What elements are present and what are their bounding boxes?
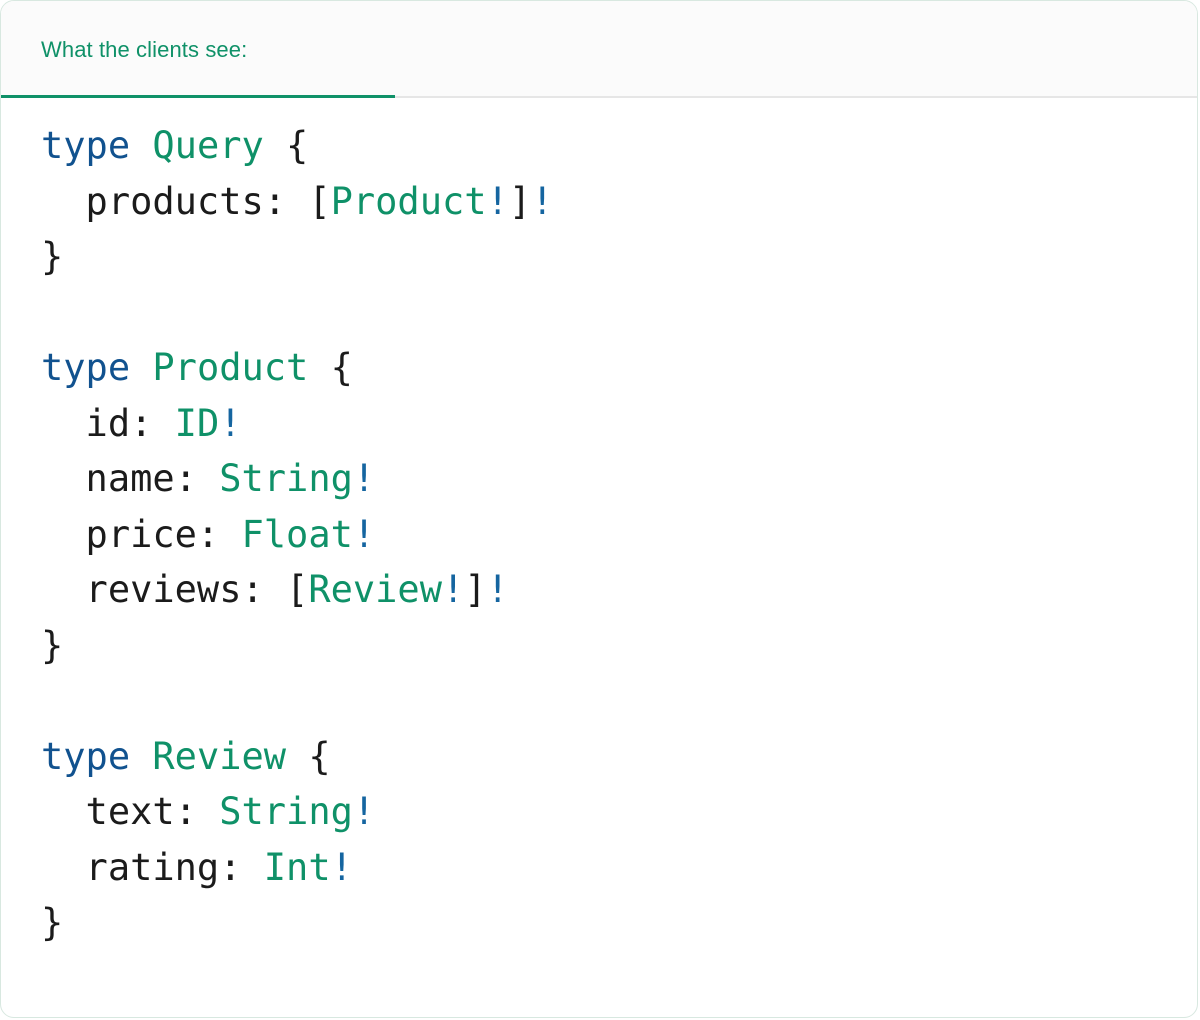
code-token-punc bbox=[241, 846, 263, 889]
code-token-bang: ! bbox=[352, 457, 376, 500]
code-token-bang: ! bbox=[531, 179, 554, 223]
active-tab-underline bbox=[1, 95, 395, 98]
code-token-punc: ] bbox=[464, 568, 487, 611]
code-token-punc: [ bbox=[286, 179, 331, 223]
code-token-name: reviews: bbox=[41, 568, 264, 611]
code-line: products: [Product!]! bbox=[41, 174, 1197, 230]
code-line bbox=[41, 285, 1197, 341]
code-line: id: ID! bbox=[41, 396, 1197, 452]
tab-strip: What the clients see: bbox=[1, 1, 1197, 98]
code-token-type: Review bbox=[152, 734, 287, 778]
code-line: price: Float! bbox=[41, 507, 1197, 563]
code-token-punc bbox=[152, 402, 174, 445]
code-token-type: Query bbox=[152, 124, 264, 167]
code-token-bang: ! bbox=[219, 401, 242, 445]
code-token-bang: ! bbox=[486, 568, 509, 611]
code-token-name: rating: bbox=[41, 845, 242, 889]
tab-label: What the clients see: bbox=[41, 36, 248, 62]
code-token-type: Review bbox=[308, 568, 442, 611]
code-token-type: Product bbox=[152, 346, 309, 389]
code-token-punc bbox=[130, 346, 152, 389]
code-token-name: name: bbox=[41, 457, 197, 500]
code-token-type: String bbox=[219, 790, 353, 833]
code-token-type: String bbox=[219, 457, 353, 500]
code-token-bang: ! bbox=[441, 568, 465, 611]
tab-strip-divider bbox=[1, 96, 1197, 98]
code-line bbox=[41, 673, 1197, 729]
code-line: type Query { bbox=[41, 118, 1197, 174]
code-line: text: String! bbox=[41, 784, 1197, 840]
code-line: } bbox=[41, 895, 1197, 951]
code-token-punc: { bbox=[263, 124, 309, 167]
code-line: type Review { bbox=[41, 729, 1197, 785]
code-token-bang: ! bbox=[352, 790, 376, 833]
code-token-kw: type bbox=[41, 124, 131, 167]
code-token-name: price: bbox=[41, 512, 220, 556]
code-token-bang: ! bbox=[330, 845, 353, 889]
tab-what-the-clients-see[interactable]: What the clients see: bbox=[1, 1, 395, 98]
code-line: } bbox=[41, 229, 1197, 285]
code-line: } bbox=[41, 618, 1197, 674]
code-token-punc: } bbox=[41, 623, 64, 667]
code-token-name: text: bbox=[41, 790, 197, 833]
code-token-punc: [ bbox=[263, 568, 309, 611]
code-token-bang: ! bbox=[352, 512, 376, 556]
code-token-kw: type bbox=[41, 734, 131, 778]
code-token-type: Product bbox=[330, 179, 487, 223]
code-line: name: String! bbox=[41, 451, 1197, 507]
graphql-schema-code[interactable]: type Query { products: [Product!]! } typ… bbox=[41, 118, 1197, 951]
code-token-kw: type bbox=[41, 346, 131, 389]
code-token-punc: } bbox=[41, 901, 64, 944]
code-token-type: Float bbox=[241, 512, 353, 556]
code-token-punc bbox=[130, 735, 152, 778]
code-line: type Product { bbox=[41, 340, 1197, 396]
code-token-name: id: bbox=[41, 401, 153, 445]
code-token-bang: ! bbox=[486, 179, 509, 223]
code-token-punc bbox=[197, 790, 219, 833]
code-token-type: ID bbox=[174, 401, 220, 445]
code-token-punc bbox=[130, 124, 152, 167]
code-token-punc: ] bbox=[508, 179, 532, 223]
code-token-type: Int bbox=[263, 845, 331, 889]
code-line: reviews: [Review!]! bbox=[41, 562, 1197, 618]
code-token-punc: } bbox=[41, 235, 64, 278]
code-token-punc: { bbox=[286, 734, 331, 778]
code-token-punc bbox=[197, 457, 219, 500]
code-token-punc: { bbox=[308, 346, 353, 389]
code-token-punc bbox=[219, 513, 241, 556]
code-body: type Query { products: [Product!]! } typ… bbox=[1, 98, 1197, 951]
code-token-name: products: bbox=[41, 179, 287, 223]
code-line: rating: Int! bbox=[41, 840, 1197, 896]
